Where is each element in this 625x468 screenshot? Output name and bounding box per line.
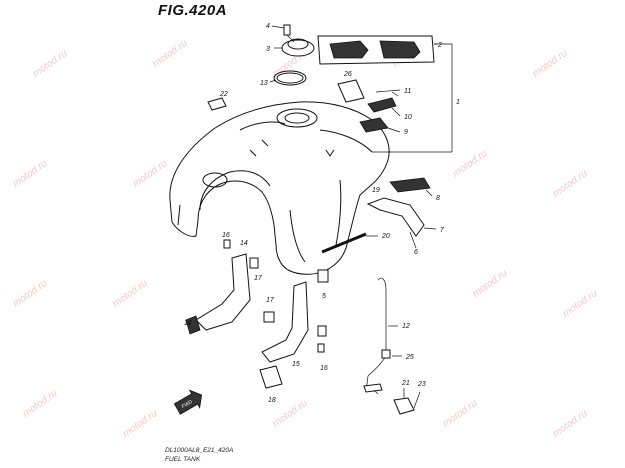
part-gasket [273, 70, 307, 86]
callout-25: 25 [405, 354, 414, 361]
part-12-hose [377, 277, 387, 350]
part-hose-clamp [363, 383, 383, 393]
callout-16-lower: 16 [320, 365, 328, 372]
callout-9: 9 [404, 129, 408, 136]
model-code: DL1000AL8_E21_420A [165, 447, 234, 454]
callout-5: 5 [322, 293, 326, 300]
callout-22: 22 [219, 91, 228, 98]
watermark: motod.ru [561, 288, 600, 320]
callout-15: 15 [292, 361, 300, 368]
watermark: motod.ru [131, 158, 170, 190]
watermark: motod.ru [471, 268, 510, 300]
callout-21: 21 [401, 380, 410, 387]
callout-20: 20 [381, 233, 390, 240]
fuel-tank [169, 101, 390, 275]
callout-19: 19 [372, 187, 380, 194]
part-fuel-cap [281, 24, 315, 57]
callout-4: 4 [266, 23, 270, 30]
part-20-rod [321, 232, 367, 254]
callout-7: 7 [440, 227, 445, 234]
part-23-bolt [413, 391, 421, 409]
callout-6: 6 [414, 249, 418, 256]
part-26-sticker [337, 79, 365, 103]
callout-26: 26 [343, 71, 352, 78]
callout-1: 1 [456, 99, 460, 106]
callout-3: 3 [266, 46, 270, 53]
part-21-bracket [393, 397, 415, 415]
figure-title: FIG.420A [158, 2, 228, 19]
part-14-bracket [185, 239, 259, 335]
callout-13: 13 [260, 80, 268, 87]
part-pad-set [317, 35, 435, 65]
leader-lines [269, 25, 453, 395]
callout-18-lower: 18 [268, 397, 276, 404]
figure-caption: FUEL TANK [165, 456, 201, 463]
part-25-fitting [381, 349, 391, 359]
watermark: motod.ru [11, 158, 50, 190]
fwd-arrow-icon [173, 389, 203, 415]
callout-12: 12 [402, 323, 410, 330]
watermark: motod.ru [551, 408, 590, 440]
part-15-bracket [259, 281, 327, 389]
watermark: motod.ru [531, 48, 570, 80]
part-5-clip [317, 269, 329, 283]
watermark: motod.ru [551, 168, 590, 200]
watermark: motod.ru [11, 278, 50, 310]
watermark: motod.ru [21, 388, 60, 420]
part-12-hose-lower [365, 355, 387, 393]
watermark: motod.ru [271, 398, 310, 430]
callout-23: 23 [417, 381, 426, 388]
part-brackets-upper [359, 91, 399, 133]
watermark: motod.ru [441, 398, 480, 430]
callout-14: 14 [240, 240, 248, 247]
part-gasket-inner [276, 72, 304, 84]
callout-11: 11 [404, 88, 411, 95]
watermark: motod.ru [451, 148, 490, 180]
part-rear-bracket [366, 177, 437, 237]
callout-17-lower: 17 [266, 297, 275, 304]
part-22-label-plate [207, 97, 227, 111]
fwd-label: FWD [181, 399, 194, 410]
watermark: motod.ru [151, 38, 190, 70]
callout-18-upper: 18 [184, 320, 192, 327]
watermark: motod.ru [111, 278, 150, 310]
callout-16-upper: 16 [222, 232, 230, 239]
callout-labels: 1 2 3 4 5 6 7 8 9 10 11 12 13 14 15 16 1… [184, 23, 460, 404]
watermark: motod.ru [31, 48, 70, 80]
callout-8: 8 [436, 195, 440, 202]
callout-10: 10 [404, 114, 412, 121]
watermark: motod.ru [121, 408, 160, 440]
callout-2: 2 [437, 42, 442, 49]
callout-17-upper: 17 [254, 275, 263, 282]
